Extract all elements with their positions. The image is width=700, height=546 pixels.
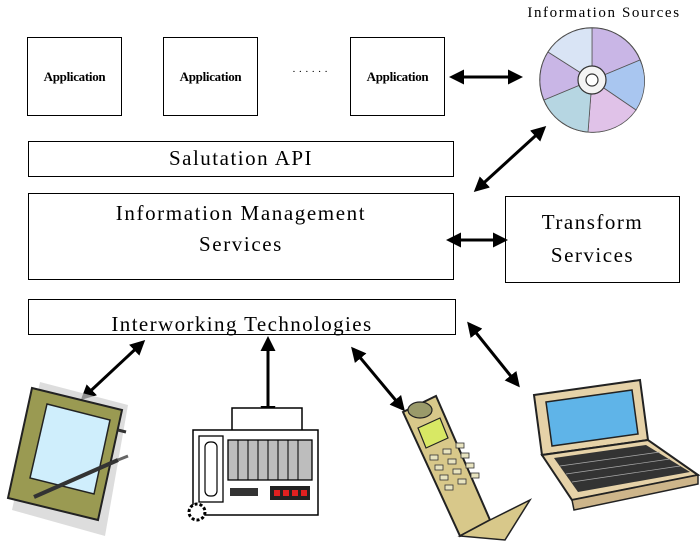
ellipsis: · · · · · · (292, 66, 328, 78)
application-label-2: Application (179, 68, 242, 84)
application-label-1: Application (43, 68, 106, 84)
application-box-2: Application (163, 37, 258, 116)
interworking-label: Interworking Technologies (111, 312, 373, 336)
salutation-api-label: Salutation API (168, 146, 314, 170)
phone-icon (401, 394, 533, 541)
ims-label-line1: Information Management (115, 201, 367, 225)
fax-icon (187, 407, 319, 522)
information-sources-label: Information Sources (527, 5, 681, 21)
arrow-interworking-pda (80, 339, 146, 401)
salutation-api-box (28, 141, 454, 177)
transform-services-box (505, 196, 680, 283)
interworking-technologies-box (28, 299, 456, 335)
application-box-1: Application (27, 37, 122, 116)
arrow-interworking-laptop (467, 321, 520, 388)
arrow-ims-cd (473, 125, 547, 193)
laptop-icon (532, 378, 700, 511)
arrow-interworking-phone (351, 346, 405, 412)
pda-icon (6, 382, 129, 536)
application-box-3: Application (350, 37, 445, 116)
transform-label-line1: Transform (541, 210, 644, 234)
application-label-3: Application (366, 68, 429, 84)
ims-label-line2: Services (199, 232, 283, 256)
cd-icon (539, 27, 645, 133)
transform-label-line2: Services (550, 243, 635, 267)
information-management-services-box (28, 193, 454, 280)
